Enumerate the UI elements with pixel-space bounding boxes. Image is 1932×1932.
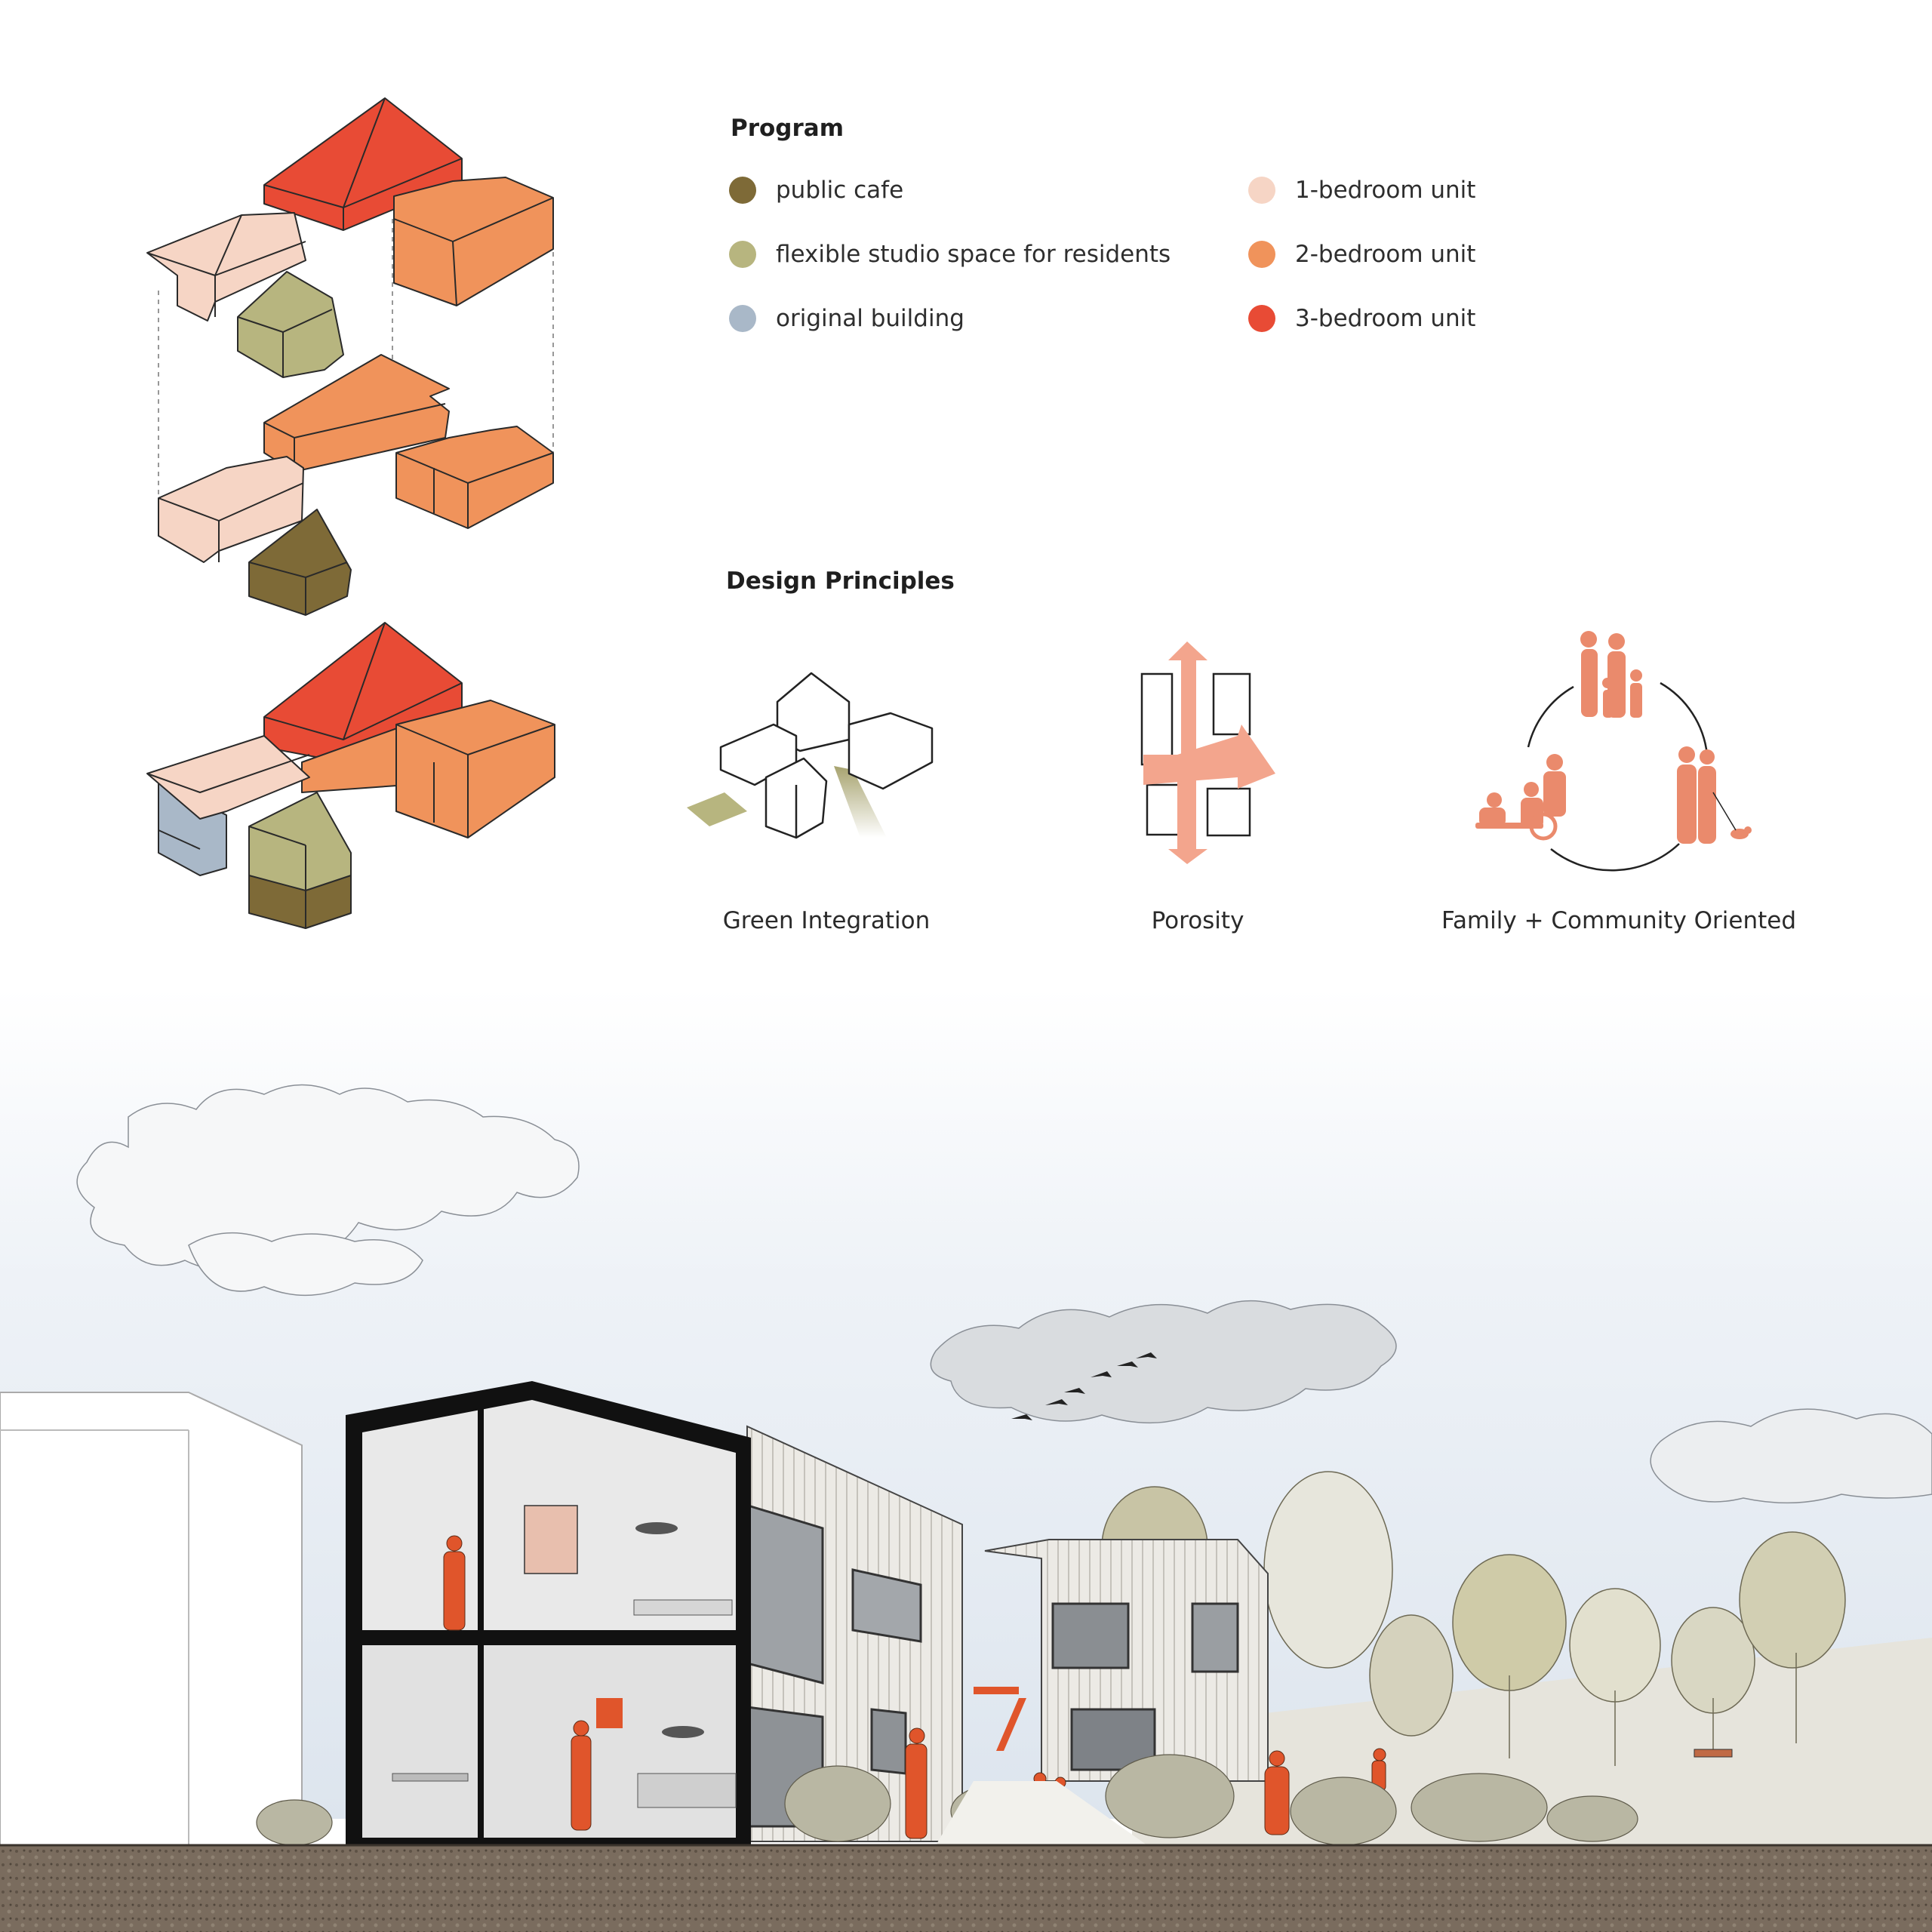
legend-dot-original: [729, 305, 756, 332]
legend-label: 1-bedroom unit: [1295, 177, 1476, 204]
principle-label-porosity: Porosity: [1151, 907, 1244, 934]
mass-studio-top: [237, 271, 344, 378]
assembled-building-mass: [146, 622, 555, 929]
exploded-axonometric-diagram: [146, 97, 555, 929]
legend-public-cafe: public cafe: [729, 177, 903, 204]
legend-2bedroom: 2-bedroom unit: [1248, 241, 1475, 268]
birds: [1011, 1352, 1157, 1420]
trees-background: [1101, 1471, 1846, 1766]
legend-dot-public-cafe: [729, 177, 756, 204]
legend-label: flexible studio space for residents: [776, 241, 1171, 268]
second-building: [974, 1539, 1269, 1782]
principle-label-green: Green Integration: [722, 907, 931, 934]
principle-label-family: Family + Community Oriented: [1441, 907, 1797, 934]
legend-3bedroom: 3-bedroom unit: [1248, 305, 1475, 332]
legend-label: public cafe: [776, 177, 904, 204]
design-principles-heading: Design Principles: [726, 568, 955, 595]
legend-label: original building: [776, 305, 964, 332]
section-perspective-illustration: [0, 989, 1932, 1932]
mass-2bedroom-top: [393, 177, 554, 306]
program-heading: Program: [731, 115, 844, 142]
bench: [1694, 1749, 1733, 1758]
porosity-arrows-icon: [1140, 641, 1275, 864]
legend-dot-studio: [729, 241, 756, 268]
legend-label: 3-bedroom unit: [1295, 305, 1476, 332]
legend-dot-1bedroom: [1248, 177, 1275, 204]
cloud-right: [1650, 1408, 1932, 1504]
neighbor-building: [0, 1392, 303, 1850]
legend-dot-3bedroom: [1248, 305, 1275, 332]
family-community-icon: [1475, 631, 1752, 872]
green-integration-icon: [687, 672, 934, 839]
cloud-center: [930, 1300, 1397, 1424]
legend-original-building: original building: [729, 305, 964, 332]
mass-1bedroom-top: [146, 212, 306, 321]
courtyard-path: [936, 1781, 1147, 1845]
legend-dot-2bedroom: [1248, 241, 1275, 268]
main-section-building: [346, 1381, 963, 1854]
legend-label: 2-bedroom unit: [1295, 241, 1476, 268]
mass-2bedroom-right: [395, 426, 554, 529]
cloud-left: [76, 1084, 580, 1297]
ground-soil: [0, 1845, 1932, 1932]
legend-1bedroom: 1-bedroom unit: [1248, 177, 1475, 204]
legend-studio-space: flexible studio space for residents: [729, 241, 1171, 268]
mass-cafe: [248, 509, 352, 616]
